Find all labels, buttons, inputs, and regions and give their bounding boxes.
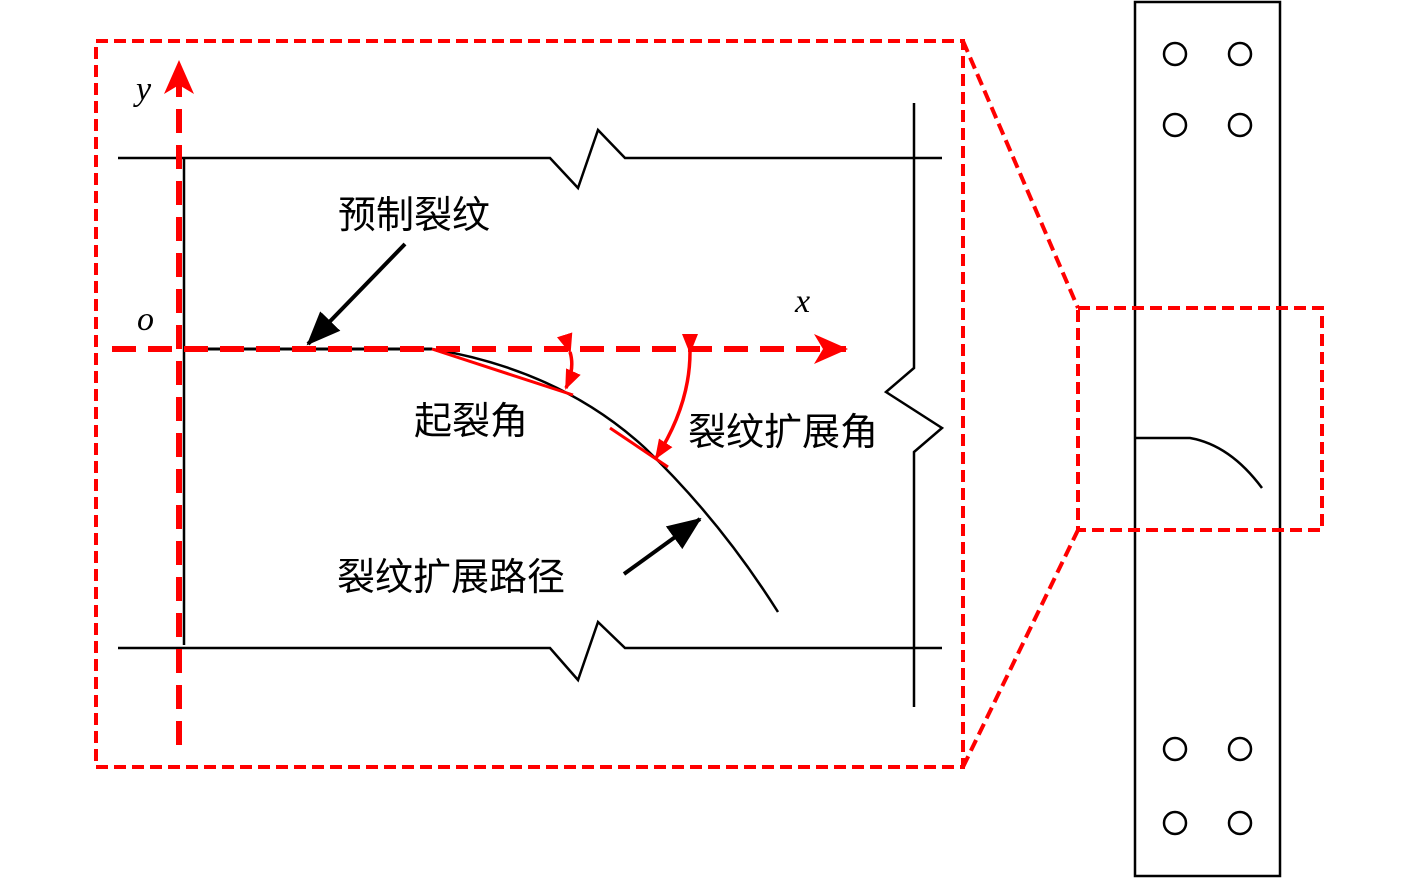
plate-bottom-edge [118, 619, 942, 683]
propagation-path-label: 裂纹扩展路径 [337, 555, 565, 599]
bolt-hole [1162, 112, 1188, 138]
bolt-holes-bottom [1162, 736, 1253, 836]
path-pointer [622, 517, 702, 576]
precrack-pointer [306, 242, 407, 346]
bolt-hole [1162, 41, 1188, 67]
propagation-angle-label: 裂纹扩展角 [688, 410, 878, 454]
zoom-connector-top [961, 40, 1080, 309]
bolt-hole [1162, 736, 1188, 762]
origin-label: o [137, 301, 154, 338]
initiation-tangent [431, 347, 574, 397]
initiation-angle-arc [557, 332, 581, 390]
bolt-hole [1162, 810, 1188, 836]
specimen-region-frame [1076, 306, 1324, 532]
x-axis-label: x [794, 283, 810, 320]
crack-path [431, 347, 780, 613]
bolt-holes-top [1162, 41, 1253, 138]
zoom-frame [94, 39, 965, 769]
plate-top-edge [118, 127, 942, 191]
y-axis-label: y [133, 71, 152, 108]
propagation-angle-arc [654, 333, 699, 460]
bolt-hole [1227, 810, 1253, 836]
bolt-hole [1227, 736, 1253, 762]
zoom-connector-bottom [961, 529, 1080, 768]
bolt-hole [1227, 41, 1253, 67]
propagation-tangent [609, 426, 669, 469]
initiation-angle-label: 起裂角 [414, 399, 528, 443]
bolt-hole [1227, 112, 1253, 138]
specimen-crack [1135, 436, 1264, 489]
plate-right-break [883, 103, 945, 707]
precrack-label: 预制裂纹 [338, 193, 490, 237]
